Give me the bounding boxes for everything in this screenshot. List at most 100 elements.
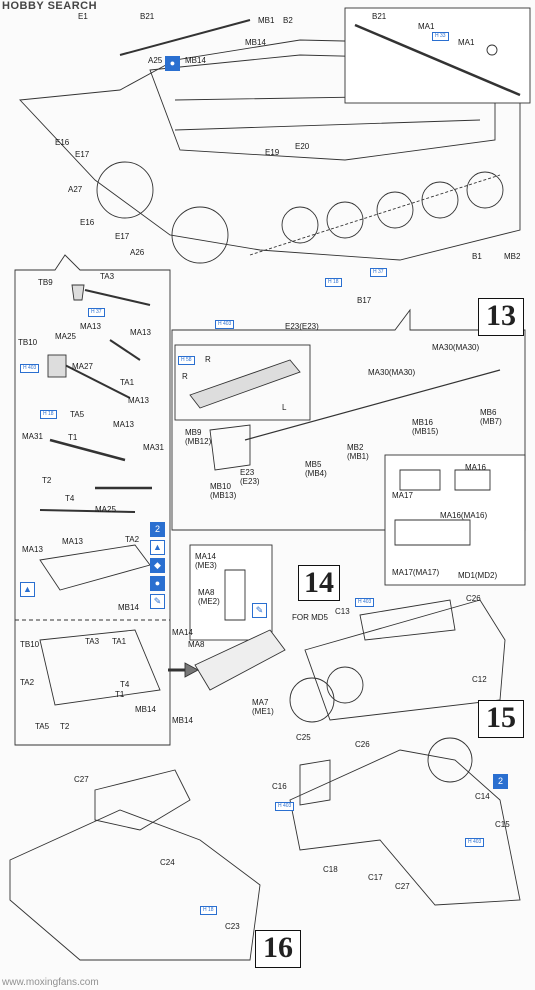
part-label: TA3 <box>85 637 100 646</box>
part-label: T1 <box>68 433 78 442</box>
drive-sprocket <box>96 161 154 219</box>
part-label: B21 <box>372 12 387 21</box>
part-label: MA30(MA30) <box>432 343 480 352</box>
paint-code-tag: H 18 <box>40 410 57 419</box>
part-label: MB1 <box>258 16 275 25</box>
track-inset <box>174 344 311 421</box>
part-label: MA1 <box>458 38 475 47</box>
part-label: MA13 <box>128 396 149 405</box>
part-label: MB9 <box>185 428 202 437</box>
part-label: MA14 <box>195 552 216 561</box>
lower-hull <box>9 809 261 961</box>
part-label: C27 <box>395 882 410 891</box>
part-label: (MB15) <box>412 427 439 436</box>
detail-panel <box>171 308 526 531</box>
inset-rod <box>354 23 521 97</box>
part-label: C16 <box>272 782 287 791</box>
part-label: (MB12) <box>185 437 212 446</box>
antenna-rod <box>119 19 251 56</box>
part-label: T4 <box>120 680 130 689</box>
part-label: E17 <box>115 232 130 241</box>
part-label: C25 <box>296 733 311 742</box>
part-label: E16 <box>55 138 70 147</box>
part-label: MA8 <box>198 588 215 597</box>
part-label: (ME3) <box>195 561 217 570</box>
part-label: MB2 <box>347 443 364 452</box>
part-label: MA8 <box>188 640 205 649</box>
bracket-inset <box>189 544 273 641</box>
part-label: MB6 <box>480 408 497 417</box>
part-label: MD1(MD2) <box>458 571 498 580</box>
part-label: C26 <box>355 740 370 749</box>
part-label: (ME1) <box>252 707 274 716</box>
paint-code-tag: H 403 <box>215 320 235 329</box>
part-label: (ME2) <box>198 597 220 606</box>
part-label: (MB4) <box>305 469 327 478</box>
part-label: A27 <box>68 185 83 194</box>
part-label: E17 <box>75 150 90 159</box>
part-label: C14 <box>475 792 490 801</box>
part-label: B2 <box>283 16 293 25</box>
part-label: TA2 <box>20 678 35 687</box>
part-label: MB14 <box>245 38 266 47</box>
part-label: MB14 <box>118 603 139 612</box>
part-label: L <box>282 403 287 412</box>
part-label: MB5 <box>305 460 322 469</box>
part-label: A25 <box>148 56 163 65</box>
part-label: C26 <box>466 594 481 603</box>
part-label: MA27 <box>72 362 93 371</box>
transmission <box>304 599 506 721</box>
part-label: E23(E23) <box>285 322 319 331</box>
paint-brush-icon: ✎ <box>252 603 267 618</box>
part-label: MB14 <box>172 716 193 725</box>
step-number-15: 15 <box>478 700 524 738</box>
paint-code-tag: H 403 <box>275 802 295 811</box>
paint-dot-icon: ● <box>150 576 165 591</box>
part-label: E1 <box>78 12 88 21</box>
part-label: C23 <box>225 922 240 931</box>
part-label: T2 <box>42 476 52 485</box>
part-label: MA13 <box>22 545 43 554</box>
part-label: R <box>182 372 188 381</box>
part-label: B21 <box>140 12 155 21</box>
part-label: A26 <box>130 248 145 257</box>
step-number-13: 13 <box>478 298 524 336</box>
part-label: MA13 <box>62 537 83 546</box>
part-label: MB16 <box>412 418 433 427</box>
part-label: MA13 <box>130 328 151 337</box>
part-label: C12 <box>472 675 487 684</box>
part-label: R <box>205 355 211 364</box>
decal-number-icon: 2 <box>493 774 508 789</box>
paint-code-tag: H 403 <box>465 838 485 847</box>
part-label: TA2 <box>125 535 140 544</box>
paint-code-tag: H 18 <box>325 278 342 287</box>
part-label: MB10 <box>210 482 231 491</box>
part-label: B1 <box>472 252 482 261</box>
part-label: E20 <box>295 142 310 151</box>
hull-outline <box>19 39 521 261</box>
part-label: (MB1) <box>347 452 369 461</box>
part-label: E23 <box>240 468 255 477</box>
paint-code-tag: H 33 <box>432 32 449 41</box>
tools-panel <box>14 254 171 746</box>
part-label: MA13 <box>80 322 101 331</box>
tool-tray <box>39 544 151 591</box>
step-number-16: 16 <box>255 930 301 968</box>
part-label: C13 <box>335 607 350 616</box>
glue-diamond-icon: ◆ <box>150 558 165 573</box>
step-number-14: 14 <box>298 565 340 601</box>
part-label: FOR MD5 <box>292 613 328 622</box>
part-label: MA30(MA30) <box>368 368 416 377</box>
part-label: MB14 <box>135 705 156 714</box>
part-label: MA14 <box>172 628 193 637</box>
part-label: TA5 <box>35 722 50 731</box>
part-label: TB10 <box>20 640 40 649</box>
part-label: TA5 <box>70 410 85 419</box>
part-label: MA16 <box>465 463 486 472</box>
part-label: TA1 <box>112 637 127 646</box>
part-label: MA31 <box>143 443 164 452</box>
part-label: MA1 <box>418 22 435 31</box>
part-label: MA16(MA16) <box>440 511 488 520</box>
